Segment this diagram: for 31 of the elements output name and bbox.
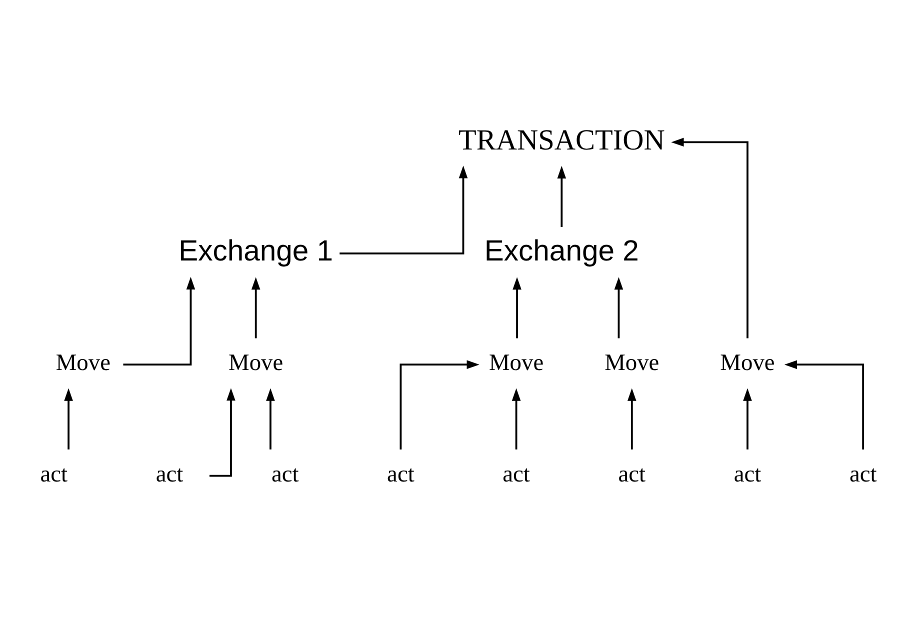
arrow [627, 388, 636, 449]
node-text: act [156, 460, 184, 487]
arrow [557, 165, 566, 227]
node-text: act [40, 460, 68, 487]
arrow [512, 388, 521, 449]
arrow [614, 276, 624, 338]
arrow [251, 276, 260, 338]
node-text: Move [56, 350, 110, 376]
node-text: Move [228, 350, 284, 376]
node-text: act [734, 460, 762, 487]
arrow [784, 360, 864, 449]
node-text: TRANSACTION [458, 124, 665, 156]
node-text: Exchange 2 [484, 235, 639, 268]
node-text: Move [720, 350, 775, 376]
arrow [743, 388, 752, 449]
node-text: Move [488, 350, 544, 376]
node-text: act [271, 460, 299, 487]
arrow [671, 137, 748, 338]
node-text: act [387, 460, 414, 487]
arrow [266, 388, 275, 449]
arrow [400, 360, 480, 449]
arrow [340, 165, 468, 254]
node-text: act [502, 460, 530, 487]
node-text: act [618, 460, 646, 487]
arrow [64, 388, 73, 449]
arrow [123, 276, 196, 366]
arrow [209, 388, 236, 476]
arrow [512, 276, 522, 338]
node-text: Exchange 1 [178, 235, 334, 268]
node-text: Move [604, 350, 660, 376]
node-text: act [849, 460, 877, 487]
